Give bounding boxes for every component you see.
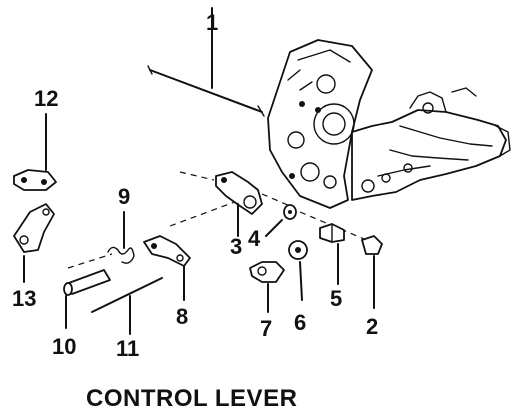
gear-part-6	[288, 240, 308, 301]
rod-part-11	[91, 277, 163, 335]
callout-8: 8	[176, 304, 188, 329]
callout-13: 13	[12, 286, 36, 311]
callout-2: 2	[366, 314, 378, 339]
callout-1: 1	[206, 10, 218, 35]
callout-11: 11	[116, 336, 139, 361]
callout-7: 7	[260, 316, 272, 341]
bracket-part-12	[13, 113, 57, 191]
callout-4: 4	[248, 226, 261, 251]
plug-part-2	[361, 235, 383, 309]
diagram-title: CONTROL LEVER	[86, 385, 297, 412]
transmission-case	[267, 39, 511, 209]
callout-12: 12	[34, 86, 58, 111]
lever-part-8	[143, 235, 191, 301]
callout-3: 3	[230, 234, 242, 259]
shaft-part-10	[63, 269, 111, 329]
lever-part-3	[215, 171, 263, 237]
arm-part-13	[13, 203, 55, 283]
fitting-part-5	[319, 223, 345, 285]
seal-part-4	[265, 204, 297, 237]
callout-5: 5	[330, 286, 342, 311]
callout-10: 10	[52, 334, 76, 359]
shaft-part-1	[147, 7, 265, 117]
sensor-part-7	[249, 261, 285, 313]
spring-part-9	[107, 211, 135, 264]
callout-9: 9	[118, 184, 130, 209]
callout-6: 6	[294, 310, 306, 335]
